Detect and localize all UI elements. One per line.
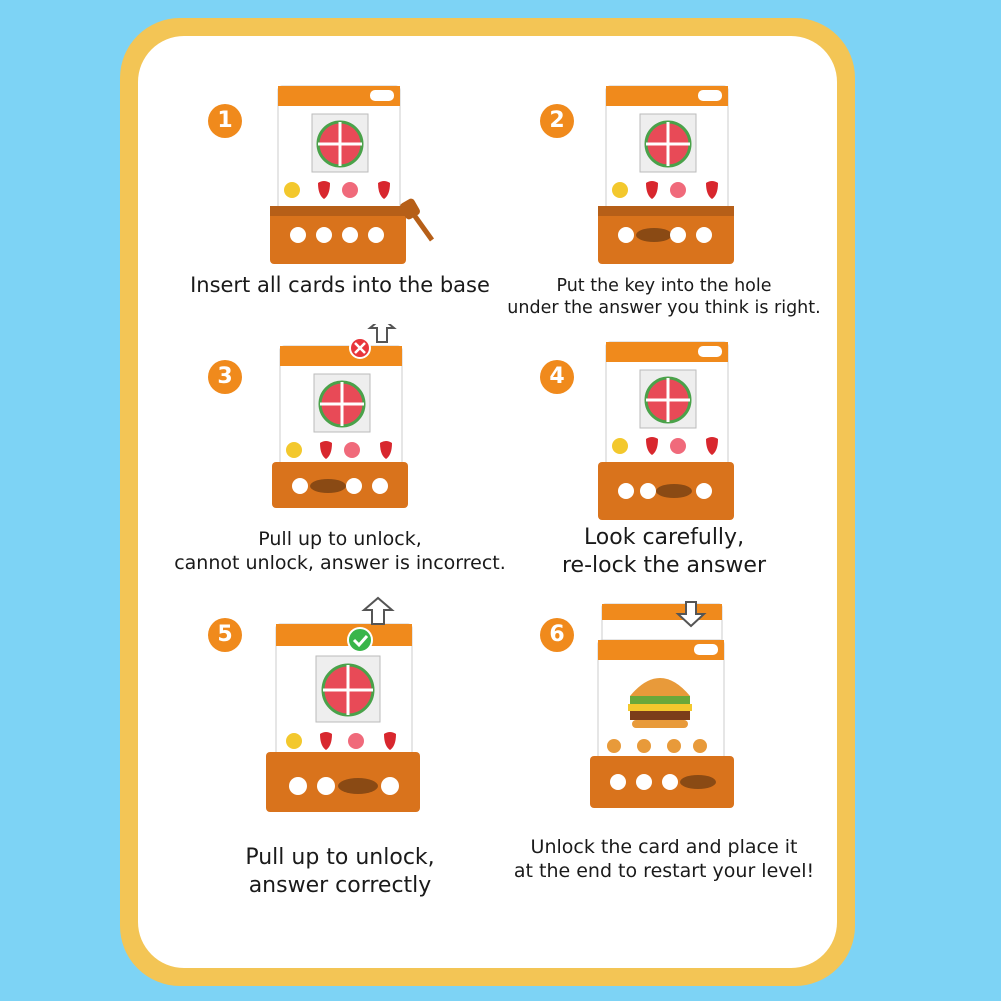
step-3-caption: Pull up to unlock, cannot unlock, answer… [170,528,510,576]
caption-line: Insert all cards into the base [190,273,490,297]
caption-line: cannot unlock, answer is incorrect. [174,551,506,574]
step-number-badge: 3 [208,360,242,394]
step-1: 1 Insert all cards into the base [170,80,510,370]
step-3-illustration [272,324,408,508]
step-4-illustration [598,341,734,520]
step-6-caption: Unlock the card and place it at the end … [494,836,834,884]
caption-line: Pull up to unlock, [258,528,422,550]
step-3: 3 Pull up to unlock, cannot unlock, answ… [170,324,510,626]
step-6: 6 Unlock the card and place it at the en… [494,596,834,886]
step-5: 5 Pull up to unlock, answer correctly [170,596,510,898]
step-2-caption: Put the key into the hole under the answ… [494,276,834,320]
caption-line: answer correctly [248,872,432,898]
caption-line: Unlock the card and place it [530,836,798,858]
step-6-illustration [590,601,734,808]
step-2: 2 Put the key into the hole under the an… [494,80,834,370]
step-2-illustration [598,85,734,264]
caption-line: under the answer you think is right. [507,297,821,318]
caption-line: re-lock the answer [562,552,766,578]
step-1-illustration [270,85,435,264]
step-4-caption: Look carefully, re-lock the answer [494,524,834,579]
step-number-badge: 1 [208,104,242,138]
caption-line: at the end to restart your level! [513,859,815,882]
step-5-caption: Pull up to unlock, answer correctly [170,844,510,899]
step-number-badge: 4 [540,360,574,394]
caption-line: Put the key into the hole [556,276,772,296]
step-number-badge: 6 [540,618,574,652]
step-number-badge: 2 [540,104,574,138]
step-1-caption: Insert all cards into the base [170,272,510,298]
step-4: 4 Look carefully, re-lock the answer [494,336,834,626]
caption-line: Look carefully, [583,525,745,550]
step-5-illustration [266,596,420,812]
step-number-badge: 5 [208,618,242,652]
caption-line: Pull up to unlock, [245,845,435,870]
